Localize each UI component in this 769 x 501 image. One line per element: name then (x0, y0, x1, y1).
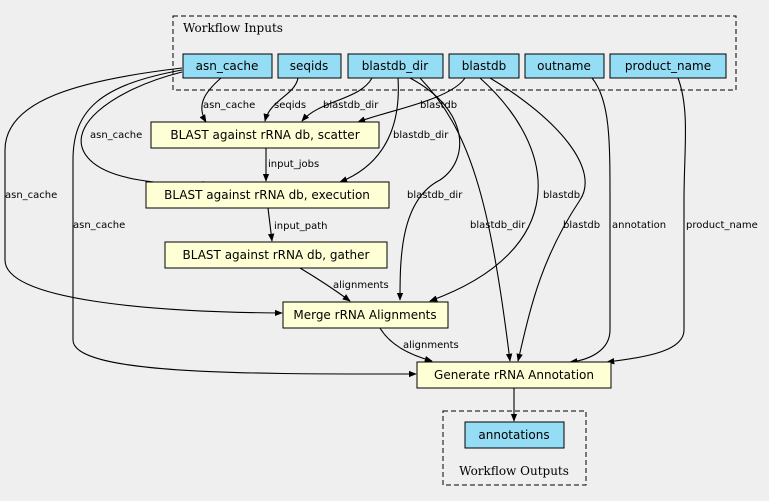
edge-blastdb-merge (429, 77, 539, 302)
workflow-outputs-cluster: Workflow Outputs (442, 410, 587, 486)
step-node-generate[interactable]: Generate rRNA Annotation (416, 361, 612, 389)
edge-label-scatter-execution: input_jobs (268, 159, 319, 170)
edge-asn_cache-generate (72, 69, 417, 378)
edges: asn_cache seqids blastdb_dir blastdb asn… (4, 67, 758, 422)
edge-merge-generate (379, 327, 433, 363)
edge-blastdb-scatter (357, 77, 466, 123)
edge-asn_cache-merge (4, 67, 283, 317)
input-node-product_name-label: product_name (625, 59, 711, 73)
input-node-outname[interactable]: outname (524, 53, 605, 79)
input-node-asn_cache-label: asn_cache (196, 59, 259, 73)
output-node-annotations[interactable]: annotations (464, 421, 565, 449)
edge-asn_cache-scatter (199, 77, 222, 123)
workflow-inputs-label: Workflow Inputs (183, 21, 283, 35)
step-node-gather[interactable]: BLAST against rRNA db, gather (164, 241, 388, 269)
edge-label-gather-merge: alignments (333, 280, 389, 291)
edge-blastdb_dir-execution (339, 77, 399, 183)
edge-label-blastdb_dir-scatter: blastdb_dir (323, 100, 379, 111)
edge-blastdb_dir-scatter (301, 77, 373, 122)
edge-label-seqids-scatter: seqids (274, 100, 306, 111)
edge-gather-merge (299, 267, 351, 302)
edge-product_name-generate (606, 77, 687, 365)
edge-label-merge-generate: alignments (403, 340, 459, 351)
edge-blastdb-generate (489, 77, 586, 362)
step-node-execution-label: BLAST against rRNA db, execution (164, 188, 370, 202)
edge-blastdb_dir-merge (396, 77, 461, 301)
edge-label-blastdb-merge: blastdb (543, 190, 580, 201)
input-node-blastdb[interactable]: blastdb (448, 53, 520, 79)
step-node-merge-label: Merge rRNA Alignments (293, 308, 436, 322)
edge-label-blastdb_dir-generate: blastdb_dir (470, 220, 526, 231)
edge-label-outname-generate: annotation (612, 220, 666, 231)
workflow-inputs-cluster: Workflow Inputs (172, 15, 737, 91)
input-node-seqids[interactable]: seqids (277, 53, 342, 79)
step-node-gather-label: BLAST against rRNA db, gather (183, 248, 370, 262)
edge-label-asn_cache-generate: asn_cache (73, 220, 125, 231)
input-node-outname-label: outname (537, 59, 591, 73)
edge-label-blastdb-scatter: blastdb (420, 100, 457, 111)
edge-label-asn_cache-scatter: asn_cache (203, 100, 255, 111)
edge-execution-gather (267, 207, 275, 242)
edge-label-asn_cache-execution: asn_cache (90, 130, 142, 141)
workflow-outputs-label: Workflow Outputs (459, 464, 569, 478)
input-node-product_name[interactable]: product_name (609, 53, 727, 79)
edge-label-blastdb_dir-merge: blastdb_dir (407, 190, 463, 201)
edge-seqids-scatter (263, 77, 299, 122)
edge-blastdb_dir-generate (419, 77, 513, 362)
edge-label-product_name-generate: product_name (686, 220, 758, 231)
input-node-blastdb_dir-label: blastdb_dir (362, 59, 428, 73)
edge-label-blastdb-generate: blastdb (563, 220, 600, 231)
step-node-generate-label: Generate rRNA Annotation (434, 368, 594, 382)
edge-label-asn_cache-merge: asn_cache (5, 190, 57, 201)
input-node-seqids-label: seqids (290, 59, 328, 73)
step-node-merge[interactable]: Merge rRNA Alignments (282, 301, 449, 329)
output-node-annotations-label: annotations (478, 428, 549, 442)
input-node-blastdb-label: blastdb (462, 59, 507, 73)
step-node-scatter[interactable]: BLAST against rRNA db, scatter (150, 121, 380, 149)
edge-label-execution-gather: input_path (274, 221, 327, 232)
edge-outname-generate (569, 77, 611, 365)
step-node-scatter-label: BLAST against rRNA db, scatter (170, 128, 359, 142)
input-node-blastdb_dir[interactable]: blastdb_dir (347, 53, 444, 79)
edge-label-blastdb_dir-execution: blastdb_dir (393, 130, 449, 141)
input-node-asn_cache[interactable]: asn_cache (182, 53, 273, 79)
step-node-execution[interactable]: BLAST against rRNA db, execution (145, 181, 390, 209)
